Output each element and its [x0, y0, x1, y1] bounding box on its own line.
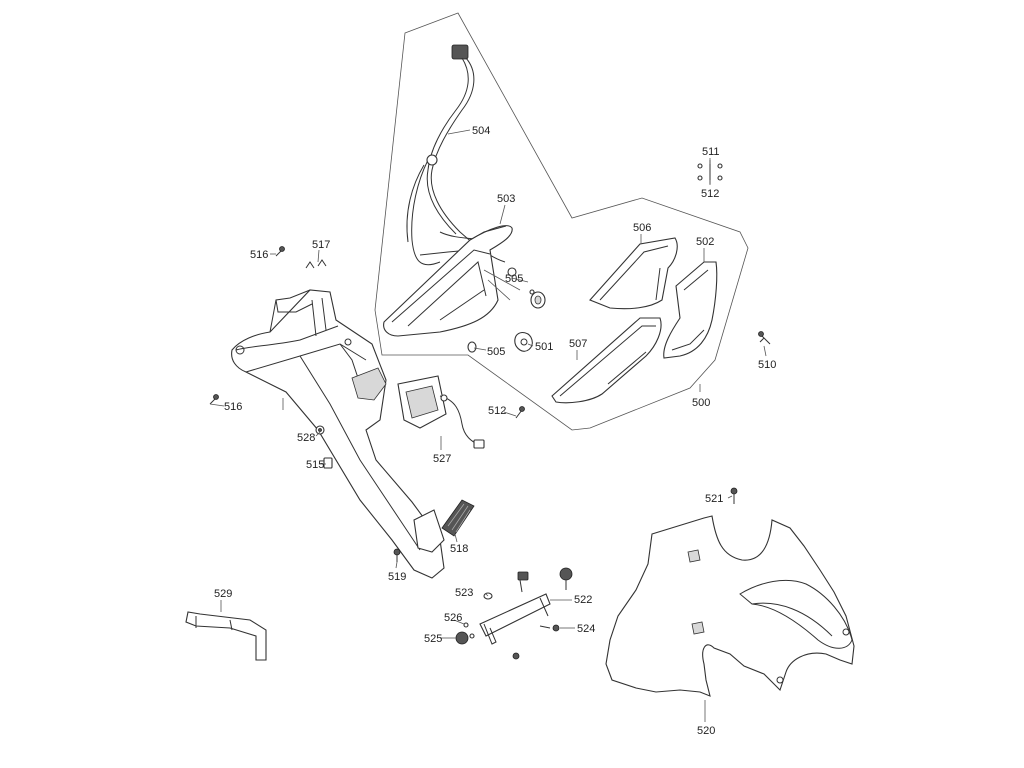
inner-panel-frame: [231, 289, 445, 579]
label-527: 527: [433, 453, 451, 465]
switch-box-527: [397, 375, 485, 449]
license-bracket-522: [479, 571, 551, 645]
rubber-pad-518: [441, 499, 475, 537]
cover-507: [551, 317, 662, 404]
bracket-529: [185, 611, 267, 661]
label-526: 526: [444, 612, 462, 624]
label-517: 517: [312, 239, 330, 251]
rear-fender-520: [605, 515, 855, 697]
screw-512: [515, 406, 525, 419]
screw-519: [393, 548, 401, 562]
screw-516-upper: [275, 246, 285, 257]
reflector-525: [455, 631, 475, 645]
clips-517: [305, 259, 327, 269]
label-524: 524: [577, 623, 595, 635]
cover-502: [663, 261, 718, 359]
reflector-522: [559, 567, 573, 590]
screw-bottom: [512, 652, 520, 660]
screw-521: [730, 487, 738, 504]
label-512-mid: 512: [488, 405, 506, 417]
screw-510: [758, 331, 771, 345]
label-515: 515: [306, 459, 324, 471]
label-501: 501: [535, 341, 553, 353]
label-505-upper: 505: [505, 273, 523, 285]
bulb-505-upper: [529, 289, 546, 309]
label-510: 510: [758, 359, 776, 371]
socket-501: [514, 331, 533, 352]
label-504: 504: [472, 125, 490, 137]
label-516-upper: 516: [250, 249, 268, 261]
cover-506: [589, 237, 678, 310]
label-511: 511: [702, 146, 720, 158]
label-523: 523: [455, 587, 473, 599]
clip-528: [315, 425, 325, 435]
label-522: 522: [574, 594, 592, 606]
label-516-lower: 516: [224, 401, 242, 413]
label-503: 503: [497, 193, 515, 205]
label-521: 521: [705, 493, 723, 505]
label-518: 518: [450, 543, 468, 555]
label-512-top: 512: [701, 188, 719, 200]
assembly-500-outline: [374, 12, 749, 431]
screw-526: [463, 622, 469, 628]
label-519: 519: [388, 571, 406, 583]
label-506: 506: [633, 222, 651, 234]
label-528: 528: [297, 432, 315, 444]
headlight-housing-503: [383, 225, 521, 337]
leader-lines: [209, 129, 767, 722]
bolt-524: [539, 624, 560, 632]
nut-515: [323, 457, 333, 469]
label-502: 502: [696, 236, 714, 248]
label-520: 520: [697, 725, 715, 737]
screw-516-lower: [209, 394, 219, 405]
label-505-lower: 505: [487, 346, 505, 358]
label-500: 500: [692, 397, 710, 409]
bulb-505-lower: [467, 341, 477, 353]
label-525: 525: [424, 633, 442, 645]
label-529: 529: [214, 588, 232, 600]
label-507: 507: [569, 338, 587, 350]
